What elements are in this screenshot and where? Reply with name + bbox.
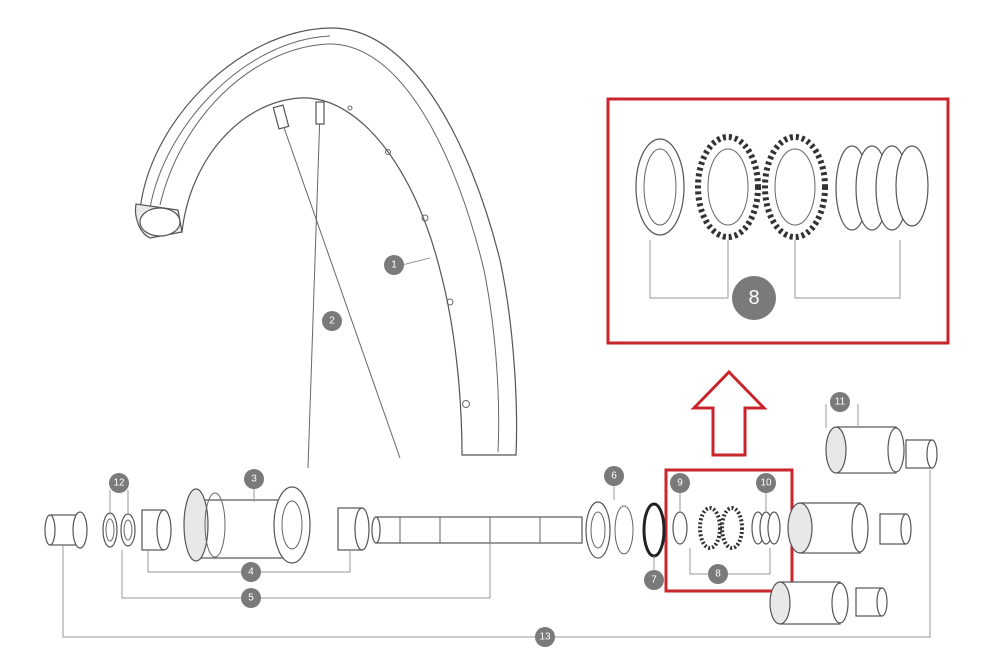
callout-8: 8 (708, 564, 728, 584)
up-arrow-icon (690, 369, 768, 457)
rim (134, 27, 518, 456)
callout-6-label: 6 (611, 471, 617, 482)
zoom-parts (635, 134, 929, 299)
spokes (272, 101, 401, 469)
callout-8-zoom-label: 8 (748, 287, 759, 309)
callout-3-label: 3 (251, 474, 257, 485)
callout-7-label: 7 (651, 575, 657, 586)
callout-8-label: 8 (715, 569, 721, 580)
callout-5-label: 5 (248, 593, 254, 604)
callout-11-label: 11 (835, 397, 846, 408)
callout-6: 6 (604, 466, 624, 486)
callout-10: 10 (756, 473, 776, 493)
callout-5: 5 (241, 588, 261, 608)
callout-1-label: 1 (391, 260, 397, 271)
hub-assembly (44, 426, 938, 625)
callout-10-label: 10 (760, 478, 772, 489)
zoom-highlight-box (606, 97, 950, 345)
callout-11: 11 (830, 392, 850, 412)
callout-9: 9 (670, 473, 690, 493)
callout-9-label: 9 (677, 478, 683, 489)
callout-3: 3 (244, 469, 264, 489)
callout-2-label: 2 (329, 316, 335, 327)
callout-4: 4 (241, 562, 261, 582)
callout-7: 7 (644, 570, 664, 590)
leader-lines (62, 404, 931, 638)
callout-12: 12 (109, 473, 129, 493)
callout-13: 13 (535, 627, 555, 647)
callout-1: 1 (384, 255, 431, 275)
callout-4-label: 4 (248, 567, 254, 578)
callout-8-zoom: 8 (732, 276, 776, 320)
callout-13-label: 13 (539, 632, 551, 643)
callout-12-label: 12 (113, 478, 125, 489)
callout-2: 2 (322, 311, 342, 331)
